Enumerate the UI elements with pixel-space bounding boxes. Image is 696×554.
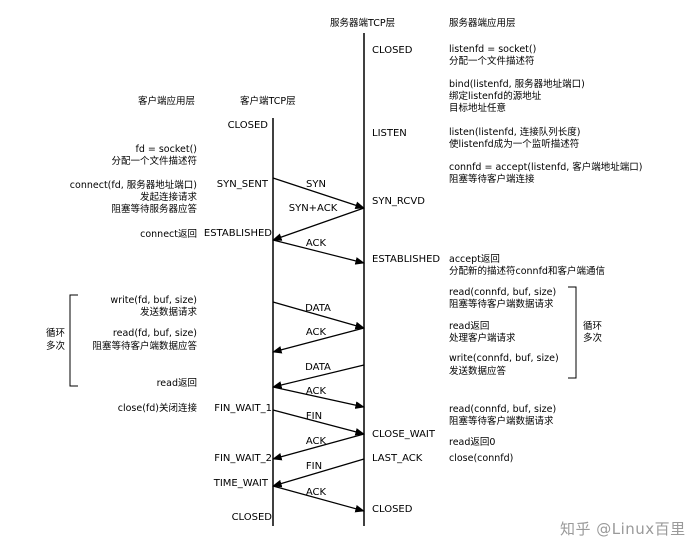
server-bind-call: bind(listenfd, 服务器地址端口) bbox=[449, 79, 585, 90]
arrow-fin-1 bbox=[272, 409, 365, 436]
client-state-established: ESTABLISHED bbox=[203, 228, 272, 239]
server-state-listen: LISTEN bbox=[372, 128, 407, 139]
client-read-desc: 阻塞等待客户端数据应答 bbox=[92, 341, 197, 352]
server-read-return-0: read返回0 bbox=[449, 437, 496, 448]
arrow-ack-4 bbox=[272, 433, 365, 461]
server-read-call-1: read(connfd, buf, size) bbox=[449, 287, 557, 298]
arrow-ack-3 bbox=[272, 386, 365, 409]
client-loop-label-1: 循环 bbox=[46, 328, 66, 339]
arrow-fin-2 bbox=[272, 458, 365, 488]
server-accept-call: connfd = accept(listenfd, 客户端地址端口) bbox=[449, 162, 643, 173]
server-listen-call: listen(listenfd, 连接队列长度) bbox=[449, 127, 581, 138]
header-client-app: 客户端应用层 bbox=[138, 96, 196, 107]
client-connect-desc-1: 发起连接请求 bbox=[139, 192, 197, 203]
segment-label-ack-1: ACK bbox=[305, 238, 327, 249]
server-read-desc-1: 阻塞等待客户端数据请求 bbox=[449, 299, 554, 310]
client-close-call: close(fd)关闭连接 bbox=[117, 403, 197, 414]
segment-label-ack-3: ACK bbox=[305, 386, 327, 397]
segment-label-ack-5: ACK bbox=[305, 487, 327, 498]
segment-label-data-1: DATA bbox=[305, 303, 331, 314]
client-loop-bracket bbox=[69, 294, 78, 387]
server-read-desc-2: 阻塞等待客户端数据请求 bbox=[449, 416, 554, 427]
segment-label-ack-2: ACK bbox=[305, 327, 327, 338]
client-state-closed-bottom: CLOSED bbox=[231, 512, 272, 523]
server-loop-label-2: 多次 bbox=[583, 333, 603, 344]
segment-label-fin-1: FIN bbox=[305, 411, 323, 422]
server-read-return: read返回 bbox=[449, 321, 490, 332]
server-bind-desc-2: 目标地址任意 bbox=[449, 103, 507, 114]
arrow-data-1 bbox=[272, 301, 365, 330]
client-write-desc: 发送数据请求 bbox=[139, 307, 197, 318]
client-connect-desc-2: 阻塞等待服务器应答 bbox=[111, 204, 197, 215]
server-listen-desc: 使listenfd成为一个监听描述符 bbox=[449, 139, 580, 150]
client-state-syn-sent: SYN_SENT bbox=[216, 179, 268, 190]
server-read-call-2: read(connfd, buf, size) bbox=[449, 404, 557, 415]
server-state-syn-rcvd: SYN_RCVD bbox=[372, 196, 425, 207]
server-state-close-wait: CLOSE_WAIT bbox=[372, 429, 435, 440]
segment-label-syn: SYN bbox=[306, 179, 326, 190]
client-loop-label-2: 多次 bbox=[46, 341, 66, 352]
server-state-closed-top: CLOSED bbox=[372, 45, 413, 56]
segment-label-fin-2: FIN bbox=[305, 461, 323, 472]
server-write-call: write(connfd, buf, size) bbox=[449, 353, 559, 364]
client-state-fin-wait-2: FIN_WAIT_2 bbox=[214, 453, 272, 464]
server-socket-desc: 分配一个文件描述符 bbox=[449, 56, 535, 67]
arrow-ack-2 bbox=[272, 327, 365, 354]
arrow-data-2 bbox=[272, 364, 365, 389]
server-loop-bracket bbox=[568, 286, 577, 379]
header-server-app: 服务器端应用层 bbox=[449, 18, 516, 29]
client-state-closed-top: CLOSED bbox=[227, 120, 268, 131]
arrow-ack-1 bbox=[272, 239, 365, 265]
server-accept-return: accept返回 bbox=[449, 254, 500, 265]
watermark: 知乎 @Linux百里 bbox=[560, 520, 686, 538]
server-close-call: close(connfd) bbox=[449, 453, 514, 464]
client-write-call: write(fd, buf, size) bbox=[110, 295, 197, 306]
client-connect-return: connect返回 bbox=[140, 229, 197, 240]
arrow-syn-ack bbox=[272, 207, 365, 241]
server-accept-return-desc: 分配新的描述符connfd和客户端通信 bbox=[449, 266, 605, 277]
client-state-fin-wait-1: FIN_WAIT_1 bbox=[214, 403, 272, 414]
server-loop-label-1: 循环 bbox=[583, 321, 603, 332]
client-read-return: read返回 bbox=[156, 378, 197, 389]
client-read-call: read(fd, buf, size) bbox=[112, 328, 197, 339]
segment-label-ack-4: ACK bbox=[305, 436, 327, 447]
header-client-tcp: 客户端TCP层 bbox=[240, 96, 296, 107]
header-server-tcp: 服务器端TCP层 bbox=[330, 18, 396, 29]
client-socket-desc: 分配一个文件描述符 bbox=[111, 156, 197, 167]
server-process-request: 处理客户端请求 bbox=[449, 333, 516, 344]
client-state-time-wait: TIME_WAIT bbox=[213, 478, 268, 489]
server-bind-desc-1: 绑定listenfd的源地址 bbox=[449, 91, 542, 102]
client-connect-call: connect(fd, 服务器地址端口) bbox=[69, 180, 197, 191]
server-state-last-ack: LAST_ACK bbox=[372, 453, 423, 464]
server-state-established: ESTABLISHED bbox=[372, 254, 441, 265]
arrow-syn bbox=[272, 177, 365, 209]
server-accept-desc: 阻塞等待客户端连接 bbox=[449, 174, 535, 185]
segment-label-syn-ack: SYN+ACK bbox=[288, 203, 338, 214]
client-socket-call: fd = socket() bbox=[135, 144, 197, 155]
segment-label-data-2: DATA bbox=[305, 362, 331, 373]
arrow-ack-5 bbox=[272, 485, 365, 513]
server-state-closed-bottom: CLOSED bbox=[372, 504, 413, 515]
server-socket-call: listenfd = socket() bbox=[449, 44, 537, 55]
server-write-desc: 发送数据应答 bbox=[449, 366, 507, 377]
